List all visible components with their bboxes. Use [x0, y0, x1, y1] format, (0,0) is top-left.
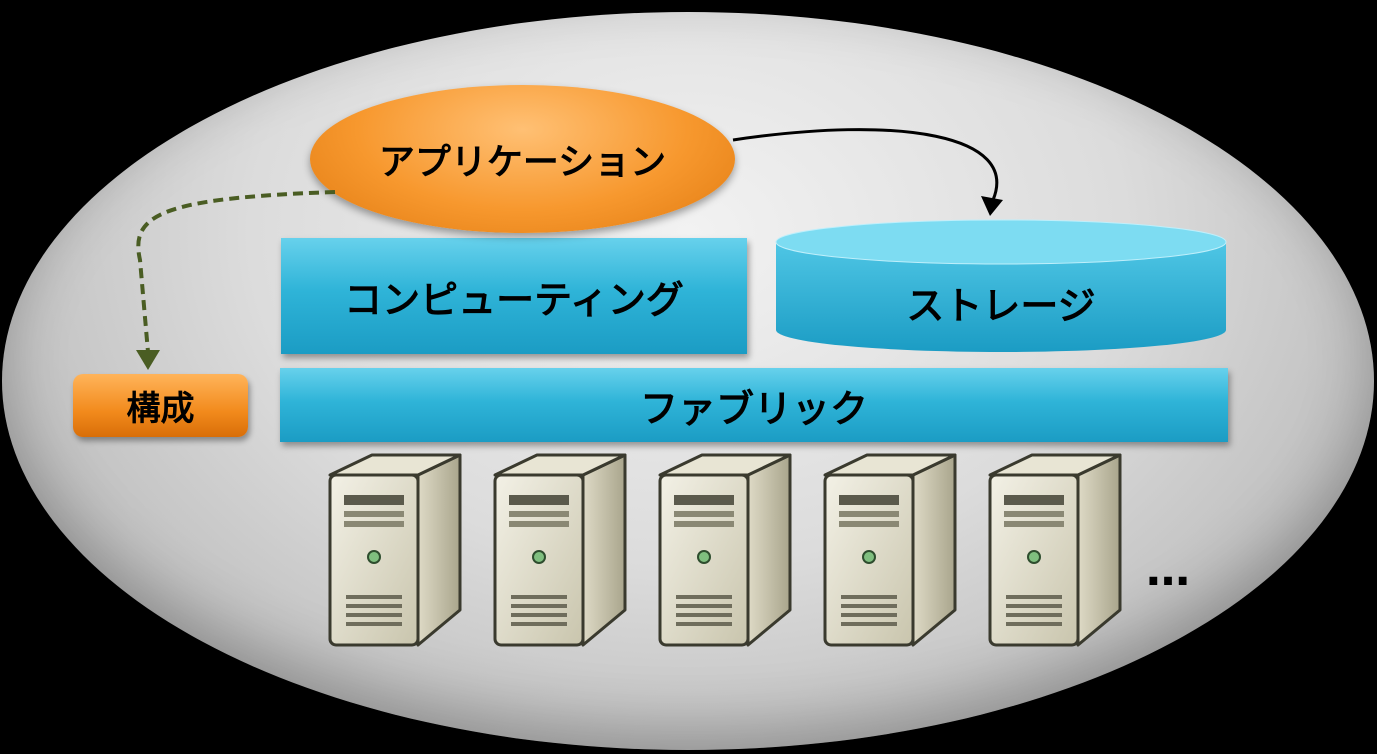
storage-label: ストレージ	[906, 284, 1096, 328]
server-icon	[493, 453, 627, 647]
fabric-label: ファブリック	[639, 386, 868, 431]
config-box: 構成	[73, 374, 248, 437]
application-label: アプリケーション	[378, 142, 667, 183]
more-servers-ellipsis: …	[1122, 544, 1212, 596]
computing-box: コンピューティング	[281, 238, 747, 354]
server-icon	[328, 453, 462, 647]
fabric-bar: ファブリック	[280, 368, 1228, 442]
application-ellipse: アプリケーション	[310, 85, 735, 233]
dashed-arrowhead-icon	[136, 350, 160, 370]
server-icon	[823, 453, 957, 647]
config-label: 構成	[126, 389, 195, 429]
solid-arrowhead-icon	[981, 196, 1003, 216]
storage-text: ストレージ	[775, 255, 1227, 350]
computing-label: コンピューティング	[344, 277, 684, 322]
server-icon	[658, 453, 792, 647]
ellipsis-text: …	[1146, 544, 1190, 596]
solid-storage-arrow	[732, 128, 999, 201]
server-icon	[988, 453, 1122, 647]
